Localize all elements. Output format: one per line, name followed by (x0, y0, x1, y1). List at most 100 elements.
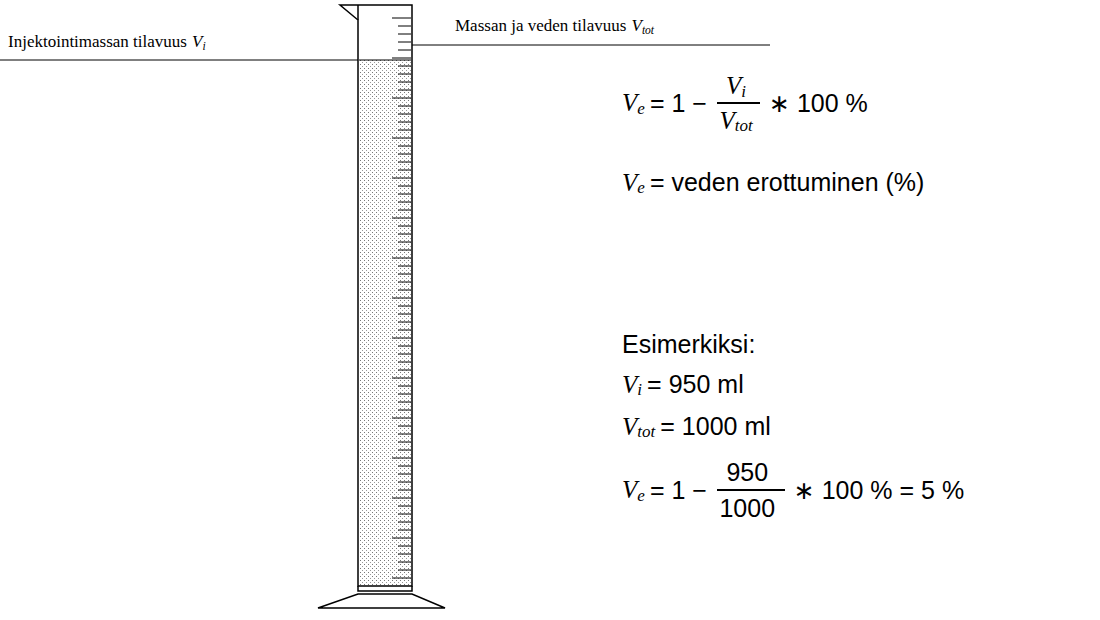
formula-text: = 1000 ml (660, 412, 771, 441)
grout-level-line (0, 60, 358, 61)
tick-mark (392, 18, 411, 19)
tick-mark (398, 122, 411, 123)
tick-mark (398, 226, 411, 227)
tick-mark (398, 154, 411, 155)
fraction: 950 1000 (717, 458, 785, 523)
variable-subscript: e (637, 178, 645, 198)
grout-surface (359, 60, 411, 61)
tick-mark (398, 354, 411, 355)
formula-text: = 950 ml (647, 370, 744, 399)
text-line: Ve= veden erottuminen (%) (622, 168, 932, 197)
tick-mark (392, 578, 411, 579)
formula-text: Massan ja veden tilavuus (455, 16, 626, 36)
tick-mark (398, 394, 411, 395)
formula-text: 950 (726, 458, 768, 487)
tick-mark (398, 50, 411, 51)
variable-symbol: V (622, 413, 637, 441)
graduation-ticks (392, 18, 411, 578)
tick-mark (398, 442, 411, 443)
tick-mark (398, 314, 411, 315)
fraction: ViVtot (717, 72, 760, 135)
tick-mark (398, 474, 411, 475)
tick-mark (398, 466, 411, 467)
tick-mark (392, 458, 411, 459)
cylinder-base (318, 594, 445, 608)
text-line: Esimerkiksi: (622, 330, 763, 359)
tick-mark (398, 242, 411, 243)
tick-mark (398, 114, 411, 115)
grout-fill (359, 60, 411, 586)
tick-mark (398, 274, 411, 275)
text-line: Ve= 1 −ViVtot∗ 100 % (622, 72, 875, 135)
tick-mark (398, 426, 411, 427)
formula-text: = veden erottuminen (%) (650, 168, 924, 197)
tick-mark (392, 498, 411, 499)
formula-text: 1000 (719, 494, 775, 523)
tick-mark (398, 82, 411, 83)
tick-mark (392, 58, 411, 59)
tick-mark (398, 306, 411, 307)
variable-subscript: i (741, 82, 746, 102)
cylinder-neck (358, 586, 412, 591)
fraction-bar (717, 489, 785, 491)
variable-symbol: V (622, 476, 637, 504)
variable-symbol: V (622, 371, 637, 399)
formula-text: = 1 − (650, 89, 707, 118)
variable-symbol: V (622, 89, 637, 117)
variable-symbol: V (622, 169, 637, 197)
tick-mark (398, 450, 411, 451)
tick-mark (392, 538, 411, 539)
tick-mark (398, 34, 411, 35)
formula-text: Injektointimassan tilavuus (8, 32, 187, 52)
tick-mark (392, 138, 411, 139)
variable-subscript: i (202, 40, 205, 53)
tick-mark (398, 490, 411, 491)
tick-mark (398, 330, 411, 331)
variable-symbol: V (631, 16, 641, 36)
tick-mark (398, 90, 411, 91)
tick-mark (398, 322, 411, 323)
variable-subscript: e (637, 99, 645, 119)
variable-symbol: V (726, 72, 741, 100)
tick-mark (398, 522, 411, 523)
tick-mark (398, 194, 411, 195)
fraction-bar (717, 102, 760, 104)
tick-mark (392, 378, 411, 379)
tick-mark (398, 106, 411, 107)
tick-mark (398, 26, 411, 27)
variable-subscript: i (637, 380, 642, 400)
variable-subscript: tot (735, 116, 753, 136)
tick-mark (398, 74, 411, 75)
tick-mark (398, 146, 411, 147)
tick-mark (398, 570, 411, 571)
total-level-line (412, 45, 770, 46)
tick-mark (392, 218, 411, 219)
tick-mark (398, 410, 411, 411)
tick-mark (392, 418, 411, 419)
variable-subscript: e (637, 486, 645, 506)
text-line: Injektointimassan tilavuusVi (8, 32, 209, 52)
cylinder-wall (340, 5, 412, 586)
tick-mark (392, 298, 411, 299)
tick-mark (392, 338, 411, 339)
tick-mark (398, 186, 411, 187)
variable-symbol: V (719, 107, 734, 135)
tick-mark (398, 402, 411, 403)
tick-mark (398, 202, 411, 203)
variable-subscript: tot (642, 24, 654, 37)
tick-mark (398, 266, 411, 267)
formula-text: = 1 − (650, 476, 707, 505)
tick-mark (398, 482, 411, 483)
tick-mark (398, 530, 411, 531)
tick-mark (398, 386, 411, 387)
tick-mark (392, 98, 411, 99)
variable-symbol: V (192, 32, 202, 52)
tick-mark (398, 162, 411, 163)
tick-mark (398, 546, 411, 547)
tick-mark (398, 346, 411, 347)
tick-mark (398, 562, 411, 563)
formula-text: ∗ 100 % = 5 % (794, 476, 964, 505)
tick-mark (398, 554, 411, 555)
text-line: Massan ja veden tilavuusVtot (455, 16, 658, 36)
